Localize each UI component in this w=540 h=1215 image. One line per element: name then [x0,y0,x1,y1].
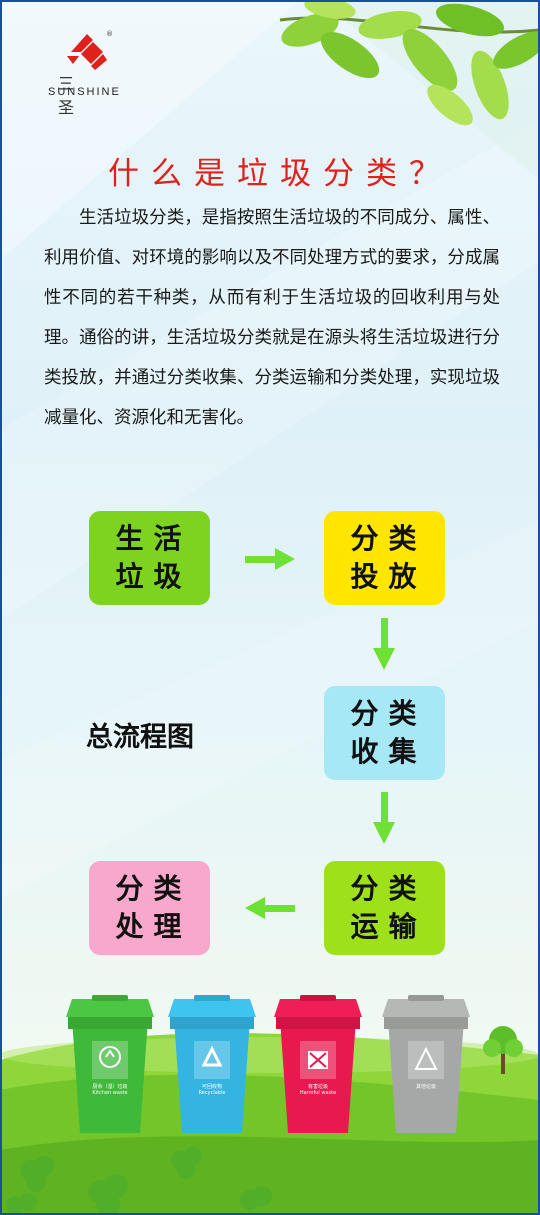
arrow-right-icon [245,548,295,570]
registered-mark: ® [106,30,113,38]
arrow-left-icon [245,897,295,919]
flow-step-line2: 收集 [350,735,427,768]
flow-step-household-waste: 生活 垃圾 [89,511,210,605]
logo-english-text: SUNSHINE [48,86,121,98]
flow-step-line2: 垃圾 [115,560,192,593]
flow-step-sorted-collection: 分类 收集 [324,686,445,780]
flow-step-line1: 生活 [115,522,192,555]
bin-label-sub: Harmful waste [299,1090,337,1096]
logo-cn-right: 圣 [58,98,113,117]
flow-step-sorted-transport: 分类 运输 [324,861,445,955]
s-logo-icon [67,34,107,70]
arrow-down-icon [373,618,395,670]
flow-step-line2: 处理 [115,910,192,943]
flow-step-line1: 分类 [350,872,427,905]
bin-label-text: 其他垃圾 [415,1084,436,1090]
flow-step-line2: 投放 [350,560,427,593]
flow-step-sorted-disposal: 分类 投放 [324,511,445,605]
flow-step-line1: 分类 [350,697,427,730]
description-paragraph: 生活垃圾分类，是指按照生活垃圾的不同成分、属性、利用价值、对环境的影响以及不同处… [44,208,500,428]
other-waste-bin [382,995,470,1133]
flow-step-line1: 分类 [115,872,192,905]
recyclable-bin [168,995,256,1133]
tree-icon [483,1026,523,1074]
bin-label-other: 其他垃圾 [396,1083,456,1090]
clover-decoration [6,1147,272,1215]
bin-label-text: 厨余（湿）垃圾 [92,1084,128,1090]
logo-cn-left: 三 [58,74,113,93]
sunshine-logo: ® 三圣 SUNSHINE [48,30,148,117]
bin-label-text: 有害垃圾 [307,1084,328,1090]
flow-step-line2: 运输 [350,910,427,943]
page-title: 什么是垃圾分类？ [108,156,452,192]
bin-label-text: 可回收物 [201,1084,222,1090]
arrow-down-icon [373,792,395,844]
green-leaves-decoration [279,0,540,126]
logo-chinese-text: 三圣 [58,70,148,118]
harmful-waste-bin [274,995,362,1133]
bin-label-sub: Kitchen waste [92,1090,128,1096]
flow-step-line1: 分类 [350,522,427,555]
flow-chart-label: 总流程图 [86,722,194,753]
flow-step-sorted-processing: 分类 处理 [89,861,210,955]
bin-label-sub: Recyclable [198,1090,226,1096]
kitchen-waste-bin [66,995,154,1133]
